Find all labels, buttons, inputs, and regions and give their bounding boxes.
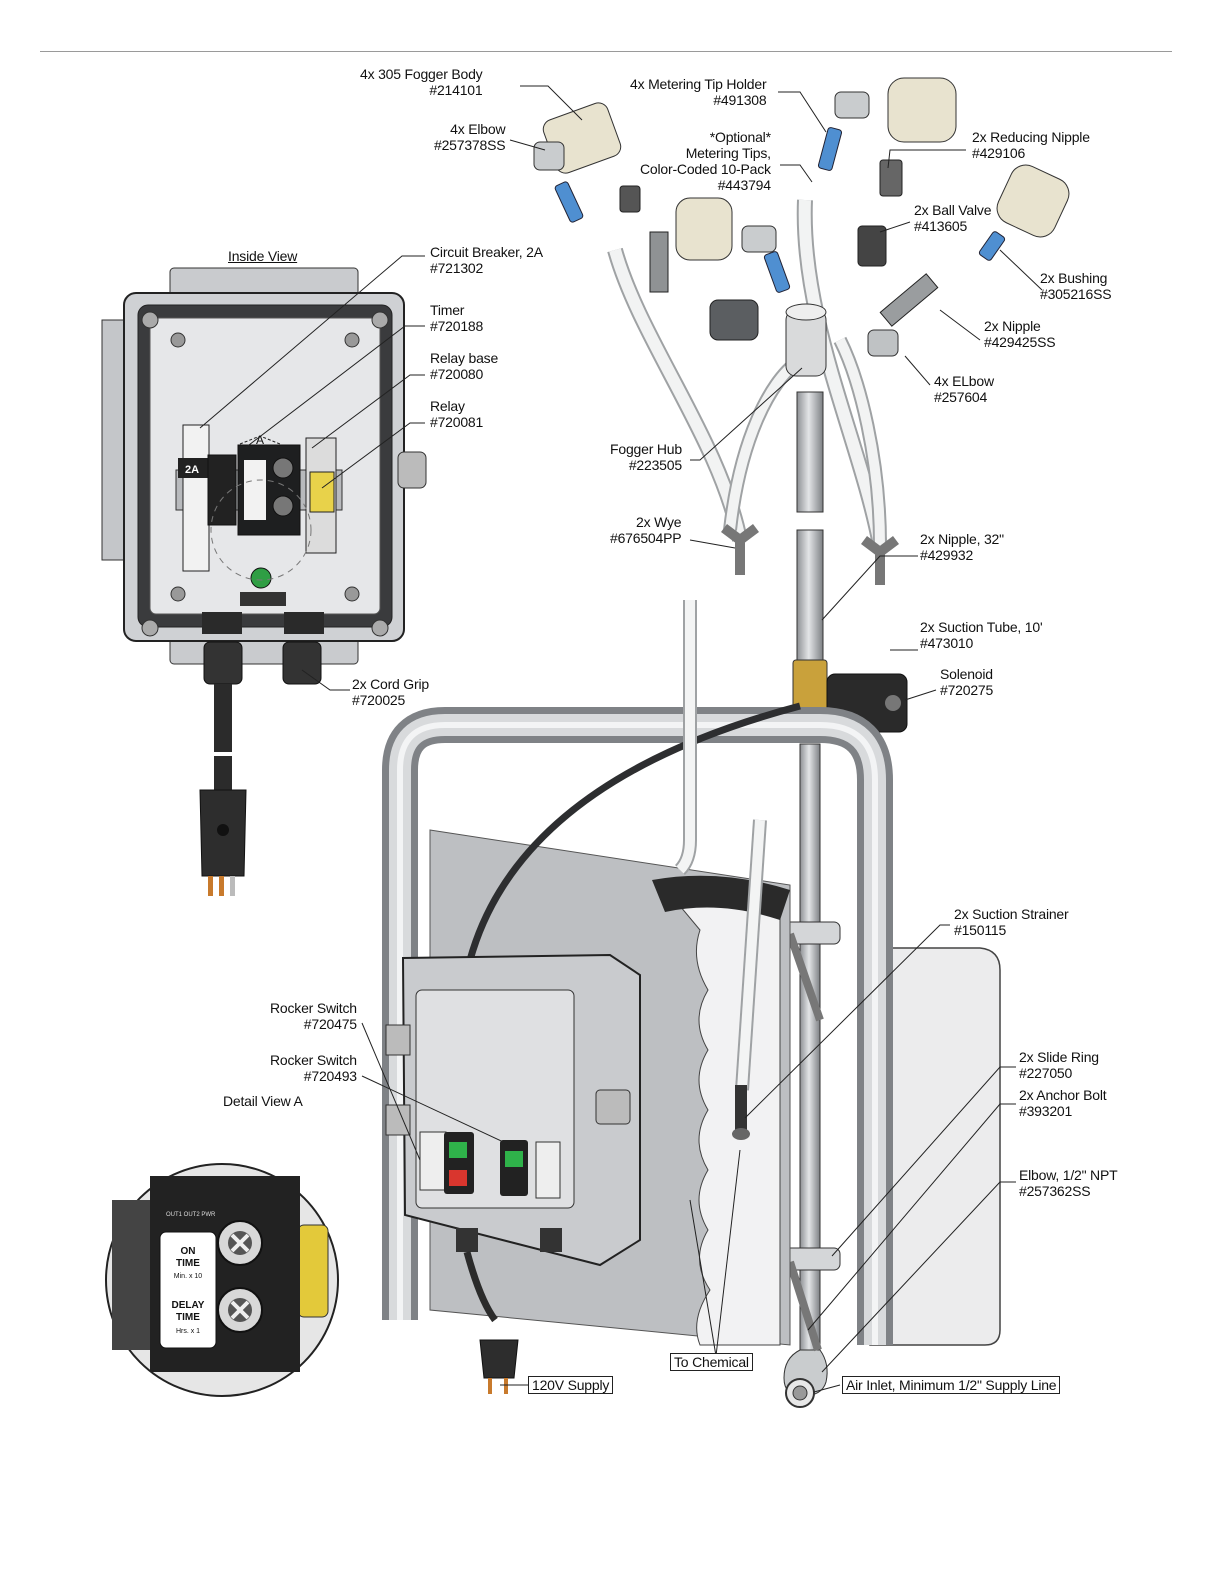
breaker-rating-text: 2A: [185, 464, 199, 476]
delay-time-text: DELAY: [172, 1300, 205, 1311]
label-fogger-body-part: #214101: [429, 82, 483, 98]
label-slide-ring-name: 2x Slide Ring: [1019, 1049, 1099, 1065]
inside-view-title: Inside View: [228, 248, 298, 264]
label-slide-ring: 2x Slide Ring #227050: [1019, 1049, 1099, 1081]
page-top-rule: [40, 51, 1172, 52]
label-metering-tip-holder-part: #491308: [713, 92, 767, 108]
inside-view-enclosure: 2A: [101, 267, 427, 896]
label-elbow-npt: Elbow, 1/2" NPT #257362SS: [1019, 1167, 1118, 1199]
label-elbow-ss-name: 4x Elbow: [450, 121, 506, 137]
label-suction-tube-name: 2x Suction Tube, 10': [920, 619, 1043, 635]
label-slide-ring-part: #227050: [1019, 1065, 1073, 1081]
label-cord-grip: 2x Cord Grip #720025: [352, 676, 429, 708]
label-nipple-32-name: 2x Nipple, 32": [920, 531, 1004, 547]
label-relay-base-name: Relay base: [430, 350, 499, 366]
label-metering-tips-part: #443794: [717, 177, 771, 193]
callout-air-inlet: Air Inlet, Minimum 1/2" Supply Line: [842, 1376, 1061, 1394]
label-anchor-bolt: 2x Anchor Bolt #393201: [1019, 1087, 1107, 1119]
label-relay-base-part: #720080: [430, 366, 484, 382]
label-nipple-32-part: #429932: [920, 547, 974, 563]
label-reducing-nipple-name: 2x Reducing Nipple: [972, 129, 1090, 145]
label-solenoid-part: #720275: [940, 682, 994, 698]
label-bushing-name: 2x Bushing: [1040, 270, 1108, 286]
label-ball-valve: 2x Ball Valve #413605: [914, 202, 991, 234]
label-rocker-switch-1-name: Rocker Switch: [270, 1000, 357, 1016]
label-relay-name: Relay: [430, 398, 465, 414]
label-circuit-breaker-part: #721302: [430, 260, 484, 276]
label-relay-part: #720081: [430, 414, 484, 430]
label-wye-part: #676504PP: [610, 530, 682, 546]
fogger-manifold-assembly: [533, 77, 1070, 585]
label-metering-tips-line3: Color-Coded 10-Pack: [640, 161, 771, 177]
label-fogger-hub-name: Fogger Hub: [610, 441, 682, 457]
detail-marker-a: A: [256, 433, 264, 447]
label-suction-tube: 2x Suction Tube, 10' #473010: [920, 619, 1043, 651]
label-elbow-ss: 4x Elbow #257378SS: [434, 121, 506, 153]
label-elbow-604-part: #257604: [934, 389, 988, 405]
leader-lines: [199, 85, 1043, 1393]
on-time-units: Min. x 10: [174, 1273, 203, 1280]
label-cord-grip-part: #720025: [352, 692, 406, 708]
control-enclosure: [385, 953, 641, 1394]
label-metering-tip-holder: 4x Metering Tip Holder #491308: [630, 76, 767, 108]
label-ball-valve-part: #413605: [914, 218, 968, 234]
on-time-text-2: TIME: [176, 1258, 200, 1269]
label-elbow-npt-name: Elbow, 1/2" NPT: [1019, 1167, 1118, 1183]
label-cord-grip-name: 2x Cord Grip: [352, 676, 429, 692]
label-nipple-ss-part: #429425SS: [984, 334, 1056, 350]
label-metering-tip-holder-name: 4x Metering Tip Holder: [630, 76, 767, 92]
label-suction-strainer-name: 2x Suction Strainer: [954, 906, 1069, 922]
label-suction-tube-part: #473010: [920, 635, 974, 651]
label-solenoid-name: Solenoid: [940, 666, 993, 682]
label-elbow-npt-part: #257362SS: [1019, 1183, 1091, 1199]
label-timer-part: #720188: [430, 318, 484, 334]
label-rocker-switch-2-name: Rocker Switch: [270, 1052, 357, 1068]
callout-to-chemical: To Chemical: [670, 1353, 753, 1371]
label-metering-tips: *Optional* Metering Tips, Color-Coded 10…: [640, 129, 771, 193]
label-bushing-part: #305216SS: [1040, 286, 1112, 302]
label-circuit-breaker-name: Circuit Breaker, 2A: [430, 244, 543, 260]
label-anchor-bolt-part: #393201: [1019, 1103, 1073, 1119]
label-fogger-body: 4x 305 Fogger Body #214101: [360, 66, 483, 98]
label-reducing-nipple-part: #429106: [972, 145, 1026, 161]
label-relay: Relay #720081: [430, 398, 483, 430]
detail-view-a-title: Detail View A: [223, 1093, 303, 1109]
delay-time-units: Hrs. x 1: [176, 1328, 200, 1335]
detail-view-a: OUT1 OUT2 PWR ON TIME Min. x 10 DELAY TI…: [105, 1163, 339, 1397]
label-nipple-ss-name: 2x Nipple: [984, 318, 1041, 334]
label-timer-name: Timer: [430, 302, 465, 318]
on-time-text: ON: [181, 1246, 196, 1257]
label-fogger-body-name: 4x 305 Fogger Body: [360, 66, 483, 82]
label-metering-tips-line2: Metering Tips,: [685, 145, 771, 161]
label-circuit-breaker: Circuit Breaker, 2A #721302: [430, 244, 543, 276]
label-reducing-nipple: 2x Reducing Nipple #429106: [972, 129, 1090, 161]
label-timer: Timer #720188: [430, 302, 483, 334]
label-anchor-bolt-name: 2x Anchor Bolt: [1019, 1087, 1107, 1103]
label-rocker-switch-1: Rocker Switch #720475: [270, 1000, 357, 1032]
label-wye: 2x Wye #676504PP: [610, 514, 682, 546]
label-elbow-604: 4x ELbow #257604: [934, 373, 994, 405]
label-nipple-ss: 2x Nipple #429425SS: [984, 318, 1056, 350]
label-elbow-ss-part: #257378SS: [434, 137, 506, 153]
label-rocker-switch-1-part: #720475: [303, 1016, 357, 1032]
delay-time-text-2: TIME: [176, 1312, 200, 1323]
label-suction-strainer: 2x Suction Strainer #150115: [954, 906, 1069, 938]
label-wye-name: 2x Wye: [636, 514, 682, 530]
label-fogger-hub-part: #223505: [628, 457, 682, 473]
label-rocker-switch-2-part: #720493: [303, 1068, 357, 1084]
label-solenoid: Solenoid #720275: [940, 666, 993, 698]
label-fogger-hub: Fogger Hub #223505: [610, 441, 682, 473]
label-bushing: 2x Bushing #305216SS: [1040, 270, 1112, 302]
callout-120v-supply: 120V Supply: [528, 1376, 614, 1394]
label-suction-strainer-part: #150115: [954, 922, 1007, 938]
label-relay-base: Relay base #720080: [430, 350, 498, 382]
label-elbow-604-name: 4x ELbow: [934, 373, 994, 389]
label-metering-tips-line1: *Optional*: [709, 129, 771, 145]
timer-led-labels: OUT1 OUT2 PWR: [166, 1212, 216, 1218]
label-rocker-switch-2: Rocker Switch #720493: [270, 1052, 357, 1084]
label-ball-valve-name: 2x Ball Valve: [914, 202, 992, 218]
label-nipple-32: 2x Nipple, 32" #429932: [920, 531, 1004, 563]
